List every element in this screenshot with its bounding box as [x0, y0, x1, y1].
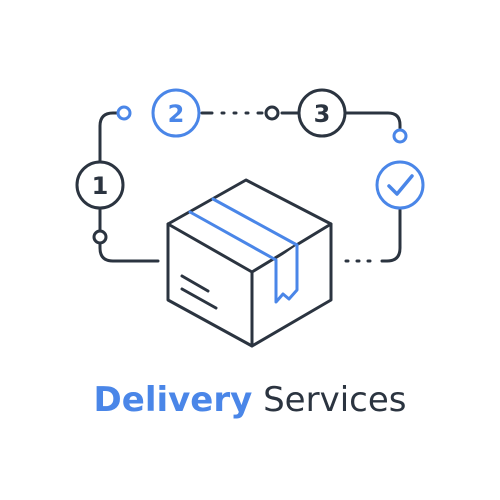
checkmark-icon [387, 174, 414, 196]
route-node-left [92, 229, 108, 245]
step-2-label: 2 [168, 100, 185, 128]
step-1-circle [75, 160, 125, 210]
step-3-circle [297, 88, 347, 138]
caption-word-delivery: Delivery [93, 380, 253, 420]
route-node-top-mid [264, 105, 280, 121]
route-left-lower [98, 242, 160, 263]
route-right-upper [344, 111, 402, 130]
route-lines [98, 111, 402, 263]
box-label-line-1 [180, 274, 210, 293]
box-left-fill [168, 224, 252, 346]
route-right-lower [380, 208, 402, 263]
caption-space [252, 380, 263, 420]
step-1-label: 1 [92, 172, 109, 200]
box-outline [166, 178, 333, 348]
route-left-upper [98, 111, 120, 164]
step-2-circle [151, 88, 201, 138]
caption: Delivery Services [0, 378, 500, 422]
tape-edge-2 [211, 197, 299, 247]
checkmark-marker [375, 160, 425, 210]
step-1-marker: 1 [75, 160, 125, 210]
caption-word-services: Services [263, 380, 407, 420]
tape-edge-1 [188, 210, 278, 262]
route-nodes [92, 105, 408, 245]
route-node-right [392, 128, 408, 144]
step-3-marker: 3 [297, 88, 347, 138]
box-label-line-2 [180, 287, 218, 310]
step-3-label: 3 [314, 100, 331, 128]
route-node-top-left [116, 105, 132, 121]
package-box-icon [166, 178, 333, 348]
checkmark-circle [375, 160, 425, 210]
step-2-marker: 2 [151, 88, 201, 138]
tape-flap [274, 243, 299, 304]
